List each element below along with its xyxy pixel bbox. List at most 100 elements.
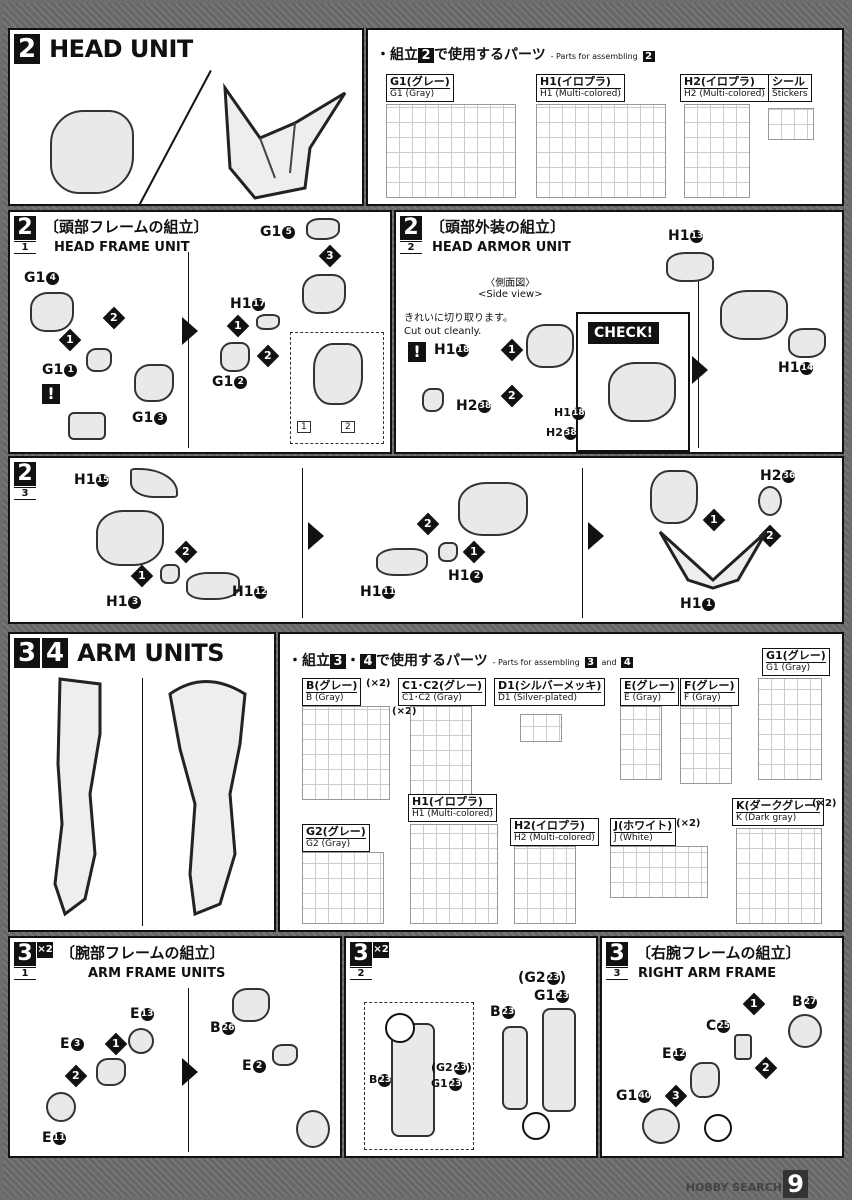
step-title-en: ARM FRAME UNITS xyxy=(88,966,226,981)
part-b27 xyxy=(788,1014,822,1048)
runner-tag-j: J(ホワイト)J (White) xyxy=(610,818,677,846)
mult-k: (×2) xyxy=(812,798,837,809)
seq-2: 2 xyxy=(174,540,198,564)
label-g1-23-inset: G123 xyxy=(431,1077,462,1091)
seq-2: 2 xyxy=(64,1064,88,1088)
part-g1-23 xyxy=(542,1008,576,1112)
part-e12 xyxy=(690,1062,720,1098)
part-e3 xyxy=(96,1058,126,1086)
parts-header-step-4: 4 xyxy=(360,654,376,669)
part-e11 xyxy=(46,1092,76,1122)
seq-1: 1 xyxy=(500,338,524,362)
part-h1-17 xyxy=(256,314,280,330)
check-badge: CHECK! xyxy=(588,322,660,344)
next-arrow-icon xyxy=(692,356,708,384)
substep-index: 1 xyxy=(14,241,36,254)
inset-box: B23 (G223) G123 xyxy=(364,1002,474,1150)
part-head-top xyxy=(650,470,698,524)
seq-3: 3 xyxy=(318,244,342,268)
multiplier-badge: ×2 xyxy=(37,942,53,958)
label-b26: B26 xyxy=(210,1020,235,1036)
sticker-mark-2: 2 xyxy=(341,421,355,433)
step-2-2-panel: 2 2 〔頭部外装の組立〕 HEAD ARMOR UNIT 〈側面図〉<Side… xyxy=(394,210,844,454)
runner-k xyxy=(736,828,822,924)
check-box: CHECK! H118 H238 xyxy=(546,312,690,452)
section-title: HEAD UNIT xyxy=(49,35,193,63)
seq-1: 1 xyxy=(462,540,486,564)
substep-index: 2 xyxy=(400,241,422,254)
runner-tag-g2: G2(グレー)G2 (Gray) xyxy=(302,824,370,852)
parts-header-en-step: 2 xyxy=(642,51,655,62)
parts-header-step: 2 xyxy=(418,48,434,63)
part-h2-36 xyxy=(758,486,782,516)
step-number: 2 xyxy=(14,34,40,64)
label-h1-18-check: H118 xyxy=(554,406,585,420)
label-h1-14: H114 xyxy=(778,360,814,376)
label-e12: E12 xyxy=(662,1046,686,1062)
seq-1: 1 xyxy=(104,1032,128,1056)
part-g1-1 xyxy=(86,348,112,372)
runner-tag-h1: H1(イロプラ)H1 (Multi-colored) xyxy=(408,794,497,822)
runner-g1 xyxy=(758,678,822,780)
seq-1: 1 xyxy=(130,564,154,588)
step-number-3: 3 xyxy=(14,638,40,668)
step-title-jp: 〔頭部外装の組立〕 xyxy=(430,218,566,236)
label-g1-40: G140 xyxy=(616,1088,652,1104)
label-h1-11: H111 xyxy=(360,584,396,600)
parts-header-jp: ・組立 xyxy=(288,653,330,669)
watermark: HOBBY SEARCH xyxy=(685,1181,782,1194)
seq-2: 2 xyxy=(102,306,126,330)
seq-1: 1 xyxy=(742,992,766,1016)
seq-2: 2 xyxy=(754,1056,778,1080)
next-arrow-icon xyxy=(182,1058,198,1086)
seq-1: 1 xyxy=(226,314,250,338)
step-title-en: HEAD FRAME UNIT xyxy=(54,240,190,255)
step-number: 3 xyxy=(350,942,372,966)
step-title-jp: 〔右腕フレームの組立〕 xyxy=(636,944,801,962)
divider xyxy=(188,252,189,448)
inset-box: 1 2 xyxy=(290,332,384,444)
part-e2 xyxy=(272,1044,298,1066)
part-h1-13 xyxy=(666,252,714,282)
runner-j xyxy=(610,846,708,898)
no-cut-icon xyxy=(385,1013,415,1043)
part-h1-3 xyxy=(160,564,180,584)
part-g1-1-detail xyxy=(68,412,106,440)
label-g1-23: G123 xyxy=(534,988,570,1004)
parts-header-sep: ・ xyxy=(346,653,360,669)
page-number: 9 xyxy=(783,1170,808,1198)
head-unit-panel: 2 HEAD UNIT xyxy=(8,28,364,206)
step-number: 3 xyxy=(606,942,628,966)
runner-tag-k: K(ダークグレー)K (Dark gray) xyxy=(732,798,825,826)
mult-c: (×2) xyxy=(392,706,417,717)
step-number: 2 xyxy=(400,216,422,240)
label-h1-12: H112 xyxy=(232,584,268,600)
part-frame-assembly xyxy=(296,1110,330,1148)
part-g1-3 xyxy=(134,364,174,402)
runner-g2 xyxy=(302,852,384,924)
runner-h2 xyxy=(514,846,576,924)
caution-icon: ! xyxy=(42,384,60,404)
runner-d1 xyxy=(520,714,562,742)
label-b23: B23 xyxy=(490,1004,515,1020)
sticker-sheet xyxy=(768,108,814,140)
runner-tag-h1: H1(イロプラ)H1 (Multi-colored) xyxy=(536,74,625,102)
part-head xyxy=(96,510,164,566)
caution-icon: ! xyxy=(408,342,426,362)
sticker-mark-1: 1 xyxy=(297,421,311,433)
part-head-assembled xyxy=(720,290,788,340)
part-g1-4 xyxy=(30,292,74,332)
runner-tag-h2: H2(イロプラ)H2 (Multi-colored) xyxy=(510,818,599,846)
